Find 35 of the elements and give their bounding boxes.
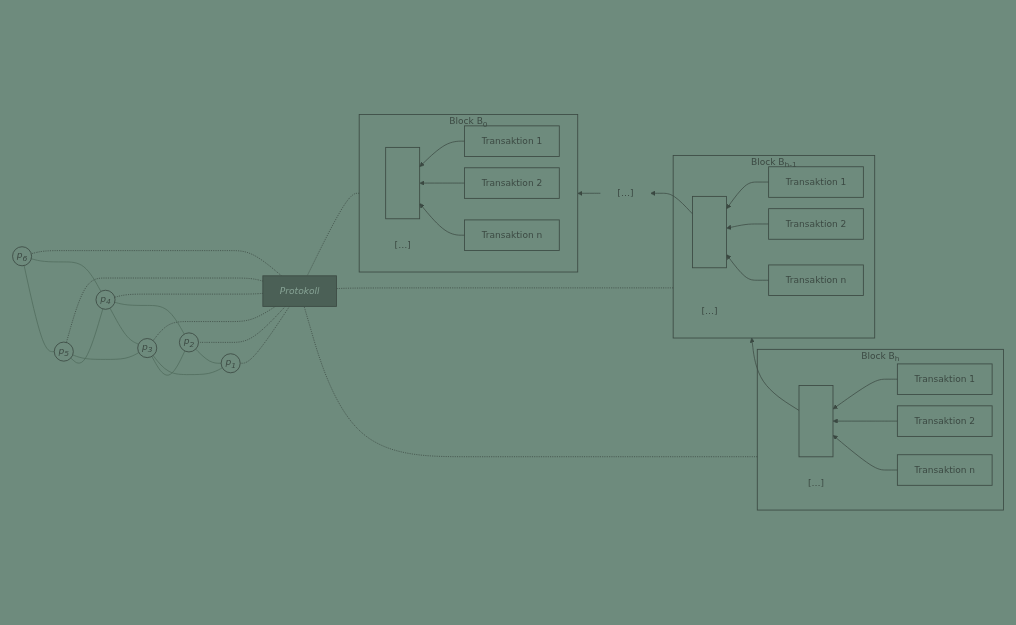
node-text: […]	[617, 187, 634, 199]
node-circle: p$_{2}$	[179, 332, 199, 353]
node-bar	[798, 385, 834, 458]
connector	[30, 250, 282, 277]
connector	[66, 277, 264, 343]
node-text: […]	[807, 477, 825, 489]
connector	[23, 265, 55, 353]
connector	[152, 355, 223, 376]
node-box: Transaktion 1	[768, 166, 864, 198]
node-circle: p$_{6}$	[12, 246, 33, 267]
node-bar	[692, 196, 727, 269]
node-box: Transaktion 2	[464, 167, 560, 199]
node-text: […]	[394, 239, 411, 251]
connector	[152, 306, 276, 342]
node-circle: p$_{4}$	[95, 290, 116, 310]
node-box: Transaktion 1	[464, 125, 560, 158]
connector	[72, 352, 140, 360]
connector	[198, 306, 286, 343]
connector	[114, 293, 264, 298]
node-box: Transaktion n	[896, 454, 993, 486]
connector	[30, 258, 102, 292]
node-box: Transaktion 2	[768, 208, 864, 240]
connector	[109, 308, 139, 345]
node-bar	[385, 147, 421, 220]
node-circle: p$_{1}$	[220, 353, 241, 374]
connector	[114, 302, 185, 335]
node-box: Transaktion 1	[896, 363, 993, 396]
connector	[151, 350, 186, 376]
connector	[306, 193, 360, 277]
connector	[70, 308, 104, 364]
node-box: Transaktion 2	[896, 405, 993, 438]
node-text: […]	[701, 305, 718, 317]
node-box: Protokoll	[262, 275, 337, 308]
connector	[303, 306, 758, 458]
connector	[195, 348, 222, 364]
